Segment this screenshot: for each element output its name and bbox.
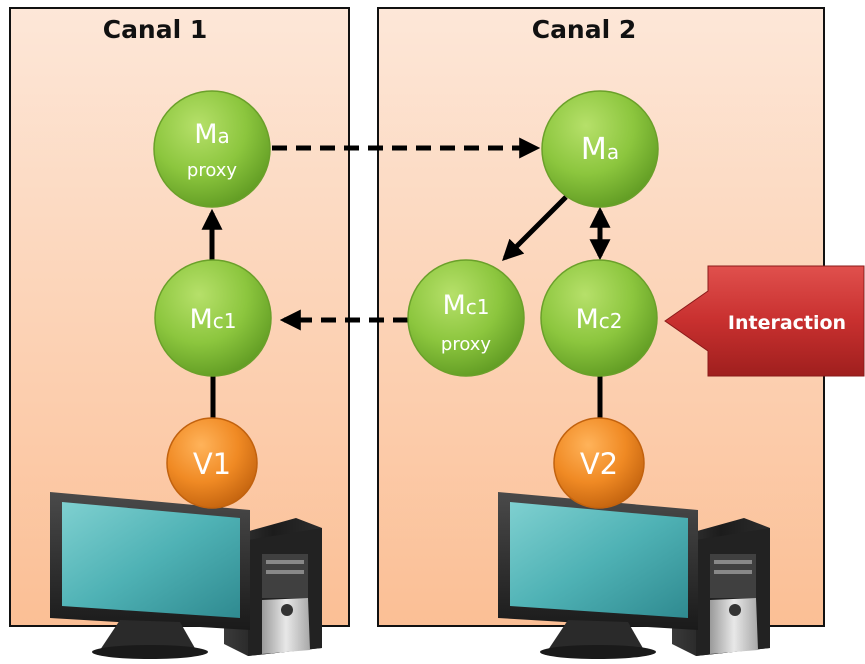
svg-text:Mc1: Mc1 <box>189 304 236 335</box>
node-ma-sub: a <box>607 140 619 164</box>
computer-2-icon <box>498 492 770 659</box>
node-ma-proxy-main: M <box>194 119 217 150</box>
node-mc1-sub: c1 <box>213 309 237 333</box>
node-mc1-proxy-sub: c1 <box>466 295 490 319</box>
interaction-arrow: Interaction <box>664 265 865 377</box>
node-mc1-proxy-line2: proxy <box>441 334 492 355</box>
panel-title-canal-2: Canal 2 <box>532 15 637 44</box>
node-v2: V2 <box>553 417 645 509</box>
node-ma-proxy: Ma proxy <box>153 90 271 208</box>
monitor-2-icon <box>498 492 698 659</box>
node-mc2: Mc2 <box>540 259 658 377</box>
arrow-ma-to-mc1-proxy <box>502 195 568 261</box>
node-v1: V1 <box>166 417 258 509</box>
node-ma-proxy-sub: a <box>218 124 230 148</box>
node-v1-label: V1 <box>193 447 231 481</box>
computer-1-icon <box>50 492 322 659</box>
svg-text:Mc1: Mc1 <box>442 290 489 321</box>
monitor-1-icon <box>50 492 250 659</box>
panel-title-canal-1: Canal 1 <box>103 15 208 44</box>
interaction-label: Interaction <box>728 312 846 334</box>
node-mc2-main: M <box>575 304 598 335</box>
node-ma-proxy-line2: proxy <box>187 160 238 181</box>
svg-text:Ma: Ma <box>581 132 619 167</box>
node-v2-label: V2 <box>580 447 618 481</box>
svg-text:Mc2: Mc2 <box>575 304 622 335</box>
node-ma: Ma <box>541 90 659 208</box>
node-ma-main: M <box>581 132 607 167</box>
svg-text:Ma: Ma <box>194 119 230 150</box>
node-mc1-proxy: Mc1 proxy <box>407 259 525 377</box>
node-mc1: Mc1 <box>154 259 272 377</box>
node-mc1-proxy-main: M <box>442 290 465 321</box>
node-mc1-main: M <box>189 304 212 335</box>
node-mc2-sub: c2 <box>599 309 623 333</box>
